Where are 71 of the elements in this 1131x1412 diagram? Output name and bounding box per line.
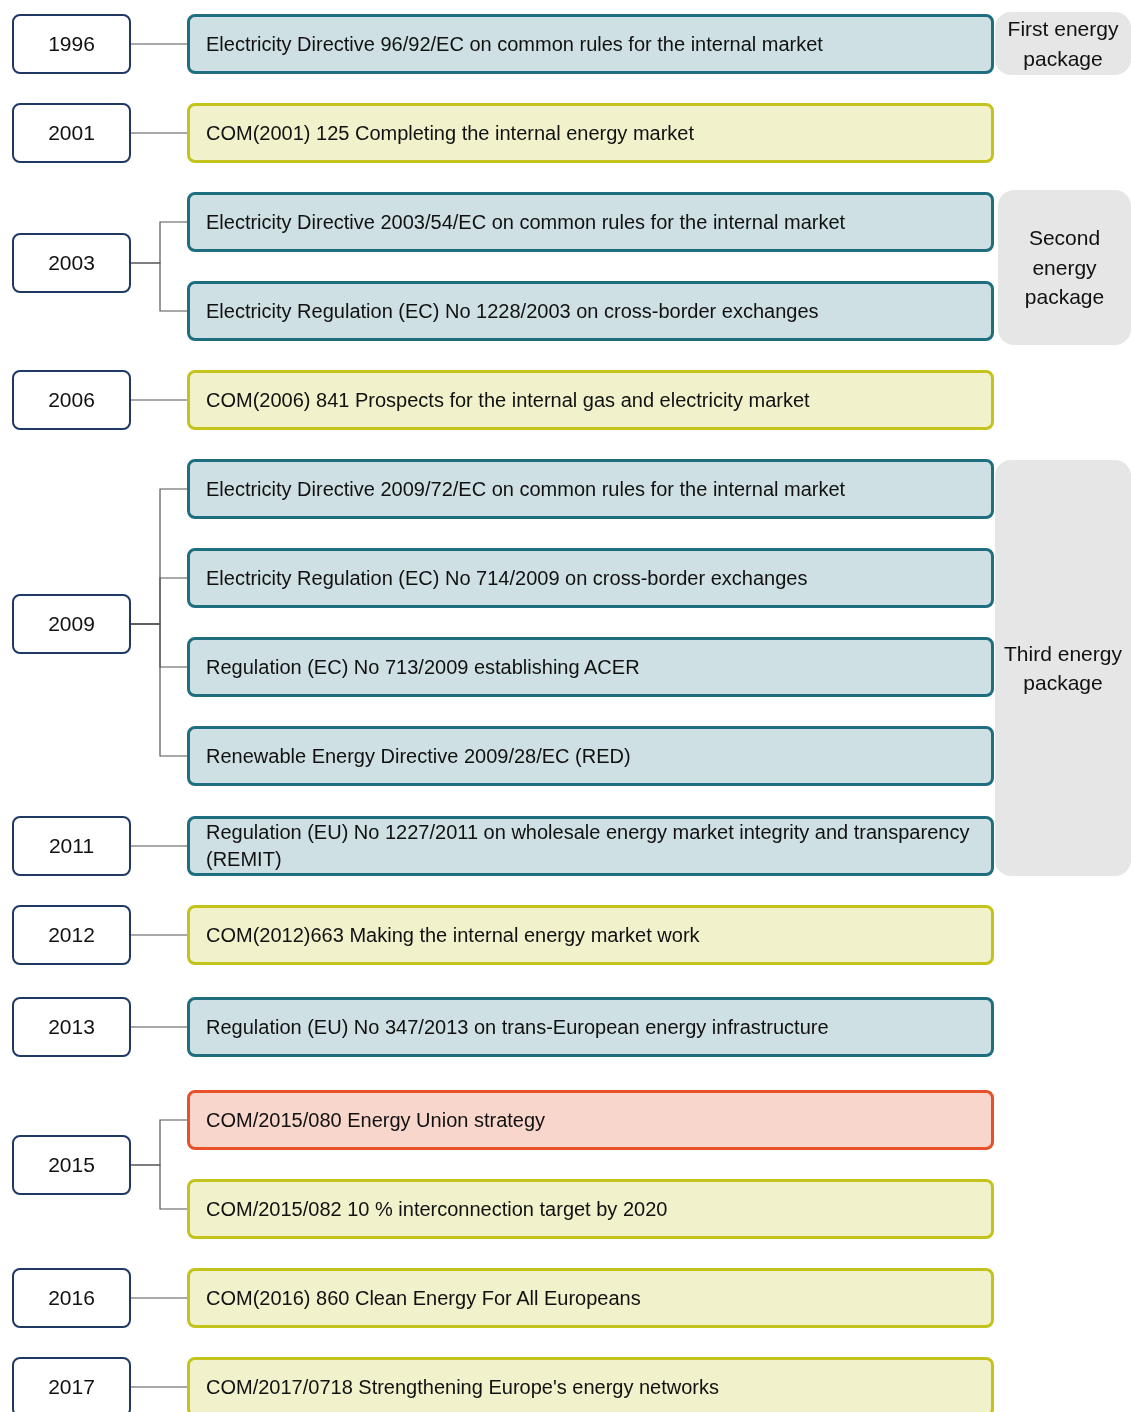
year-label: 2017: [48, 1375, 95, 1399]
document-title: Regulation (EU) No 1227/2011 on wholesale energy market integrity and transparency (REMIT): [206, 820, 971, 872]
year-box: [12, 14, 131, 74]
connector-line: [130, 399, 188, 401]
connector-line: [130, 934, 188, 936]
document-title: Electricity Regulation (EC) No 1228/2003 on cross-border exchanges: [206, 298, 819, 324]
year-label: 2009: [48, 612, 95, 636]
document-box: [187, 905, 994, 965]
document-box: [187, 370, 994, 430]
package-band: [995, 12, 1131, 75]
connector-line: [130, 262, 188, 312]
document-box: [187, 1179, 994, 1239]
document-title: Regulation (EU) No 347/2013 on trans-European energy infrastructure: [206, 1014, 829, 1040]
document-title: COM/2015/080 Energy Union strategy: [206, 1107, 546, 1133]
document-title: Regulation (EC) No 713/2009 establishing ACER: [206, 654, 640, 680]
connector-line: [130, 623, 188, 757]
document-title: Electricity Regulation (EC) No 714/2009 on cross-border exchanges: [206, 565, 808, 591]
document-title: COM(2006) 841 Prospects for the internal gas and electricity market: [206, 387, 810, 413]
year-box: [12, 905, 131, 965]
document-box: [187, 726, 994, 786]
document-box: [187, 1268, 994, 1328]
year-label: 2015: [48, 1153, 95, 1177]
connector-line: [130, 1297, 188, 1299]
year-box: [12, 103, 131, 163]
connector-line: [130, 1164, 188, 1210]
year-box: [12, 594, 131, 654]
document-box: [187, 816, 994, 876]
document-box: [187, 103, 994, 163]
year-label: 2016: [48, 1286, 95, 1310]
document-title: Electricity Directive 2009/72/EC on common rules for the internal market: [206, 476, 846, 502]
connector-line: [130, 1386, 188, 1388]
document-title: Electricity Directive 2003/54/EC on common rules for the internal market: [206, 209, 846, 235]
document-box: [187, 1090, 994, 1150]
year-label: 1996: [48, 32, 95, 56]
document-box: [187, 14, 994, 74]
document-title: Renewable Energy Directive 2009/28/EC (RED): [206, 743, 631, 769]
document-title: COM/2017/0718 Strengthening Europe's energy networks: [206, 1374, 720, 1400]
year-label: 2003: [48, 251, 95, 275]
document-box: [187, 192, 994, 252]
document-box: [187, 459, 994, 519]
year-label: 2011: [48, 834, 95, 858]
year-box: [12, 233, 131, 293]
document-box: [187, 548, 994, 608]
package-label: First energy package: [1006, 16, 1120, 72]
year-box: [12, 997, 131, 1057]
connector-line: [130, 132, 188, 134]
year-box: [12, 1357, 131, 1412]
document-title: COM(2016) 860 Clean Energy For All Europeans: [206, 1285, 641, 1311]
connector-line: [130, 43, 188, 45]
connector-line: [130, 845, 188, 847]
document-title: Electricity Directive 96/92/EC on common rules for the internal market: [206, 31, 823, 57]
year-box: [12, 1135, 131, 1195]
year-label: 2001: [48, 121, 95, 145]
document-title: COM(2001) 125 Completing the internal energy market: [206, 120, 695, 146]
year-box: [12, 816, 131, 876]
package-label: Second energy package: [1023, 225, 1106, 311]
year-box: [12, 1268, 131, 1328]
year-label: 2013: [48, 1015, 95, 1039]
connector-line: [130, 1026, 188, 1028]
package-band: [995, 460, 1131, 876]
document-box: [187, 637, 994, 697]
package-label: Third energy package: [1003, 640, 1123, 696]
package-band: [998, 190, 1131, 345]
year-label: 2012: [48, 923, 95, 947]
document-title: COM/2015/082 10 % interconnection target by 2020: [206, 1196, 668, 1222]
document-box: [187, 281, 994, 341]
document-title: COM(2012)663 Making the internal energy market work: [206, 922, 700, 948]
document-box: [187, 997, 994, 1057]
document-box: [187, 1357, 994, 1412]
year-box: [12, 370, 131, 430]
year-label: 2006: [48, 388, 95, 412]
